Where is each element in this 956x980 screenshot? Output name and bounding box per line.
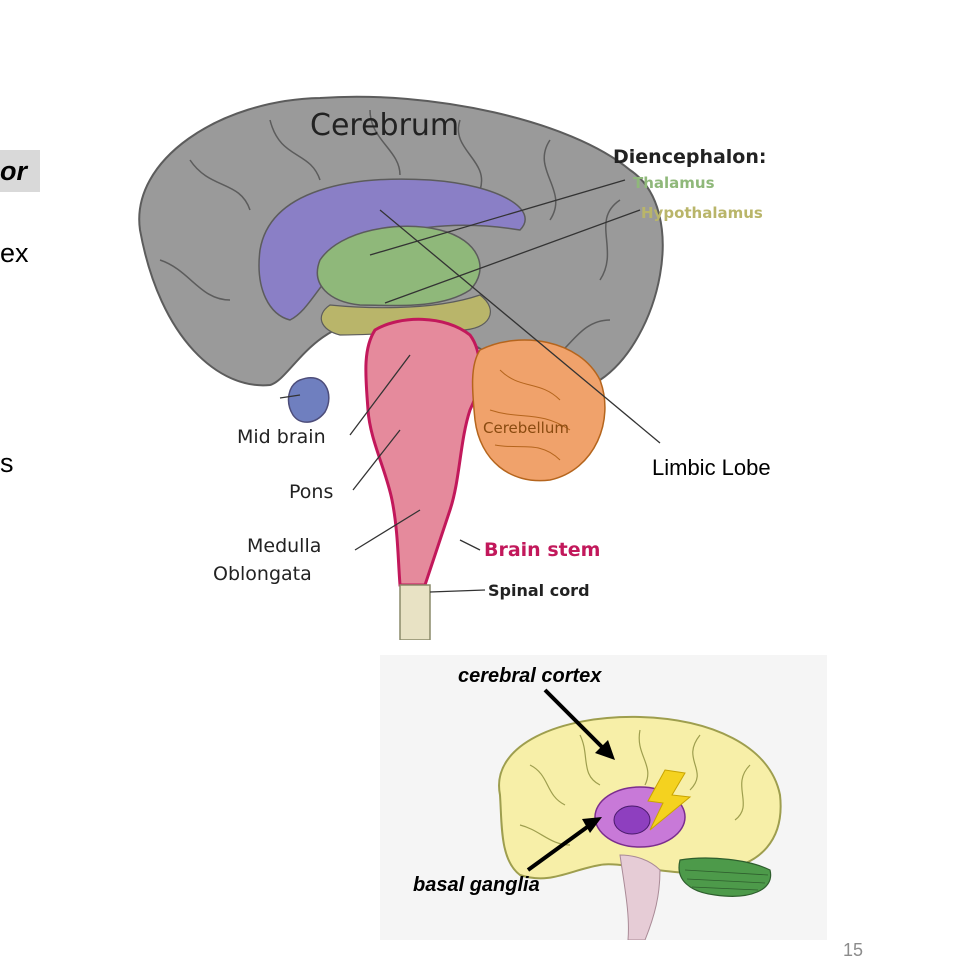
leader-lines bbox=[279, 179, 661, 593]
page-number: 15 bbox=[843, 940, 864, 960]
basal-ganglia-label: basal ganglia bbox=[413, 874, 540, 896]
spinal-cord-label: Spinal cord bbox=[488, 581, 590, 600]
cortex-arrowhead bbox=[595, 740, 615, 760]
mid-brain-label: Mid brain bbox=[237, 426, 326, 448]
medulla-label: Medulla bbox=[247, 535, 321, 557]
cortex-arrow bbox=[543, 688, 607, 752]
basal-cerebellum-folia bbox=[684, 869, 769, 891]
pons-label: Pons bbox=[289, 481, 333, 503]
limbic-lobe-label: Limbic Lobe bbox=[652, 455, 771, 480]
basal-ganglia-diagram: cerebral cortex basal ganglia bbox=[380, 655, 827, 940]
slide-text-fragment-s: s bbox=[0, 448, 14, 478]
brain-stem-label: Brain stem bbox=[484, 539, 600, 561]
slide-text-fragment-or: or bbox=[0, 150, 40, 192]
basal-cerebellum-region bbox=[678, 857, 772, 897]
ganglia-arrow bbox=[526, 823, 592, 872]
spinal-cord-region bbox=[399, 584, 431, 640]
diencephalon-label: Diencephalon: bbox=[613, 146, 766, 168]
slide-text-fragment-ex: ex bbox=[0, 238, 29, 268]
cerebellum-folia bbox=[489, 369, 571, 461]
brain-sagittal-diagram: Cerebrum Diencephalon: Thalamus Hypothal… bbox=[138, 95, 771, 640]
basal-brainstem-region bbox=[619, 854, 661, 940]
oblongata-label: Oblongata bbox=[213, 563, 312, 585]
cerebrum-gyri bbox=[159, 109, 621, 361]
cerebral-cortex-label: cerebral cortex bbox=[458, 665, 602, 687]
thalamus-region bbox=[316, 225, 481, 307]
brainstem-region bbox=[364, 317, 481, 587]
thalamus-label: Thalamus bbox=[633, 174, 715, 192]
limbic-region bbox=[258, 178, 526, 321]
cerebrum-label: Cerebrum bbox=[310, 108, 459, 143]
hypothalamus-label: Hypothalamus bbox=[641, 204, 763, 222]
cerebellum-label: Cerebellum bbox=[483, 419, 569, 437]
ganglia-arrowhead bbox=[582, 817, 602, 833]
signal-bolt-icon bbox=[647, 769, 692, 831]
basal-ganglia-core bbox=[613, 805, 651, 835]
midbrain-bulb bbox=[287, 377, 330, 423]
